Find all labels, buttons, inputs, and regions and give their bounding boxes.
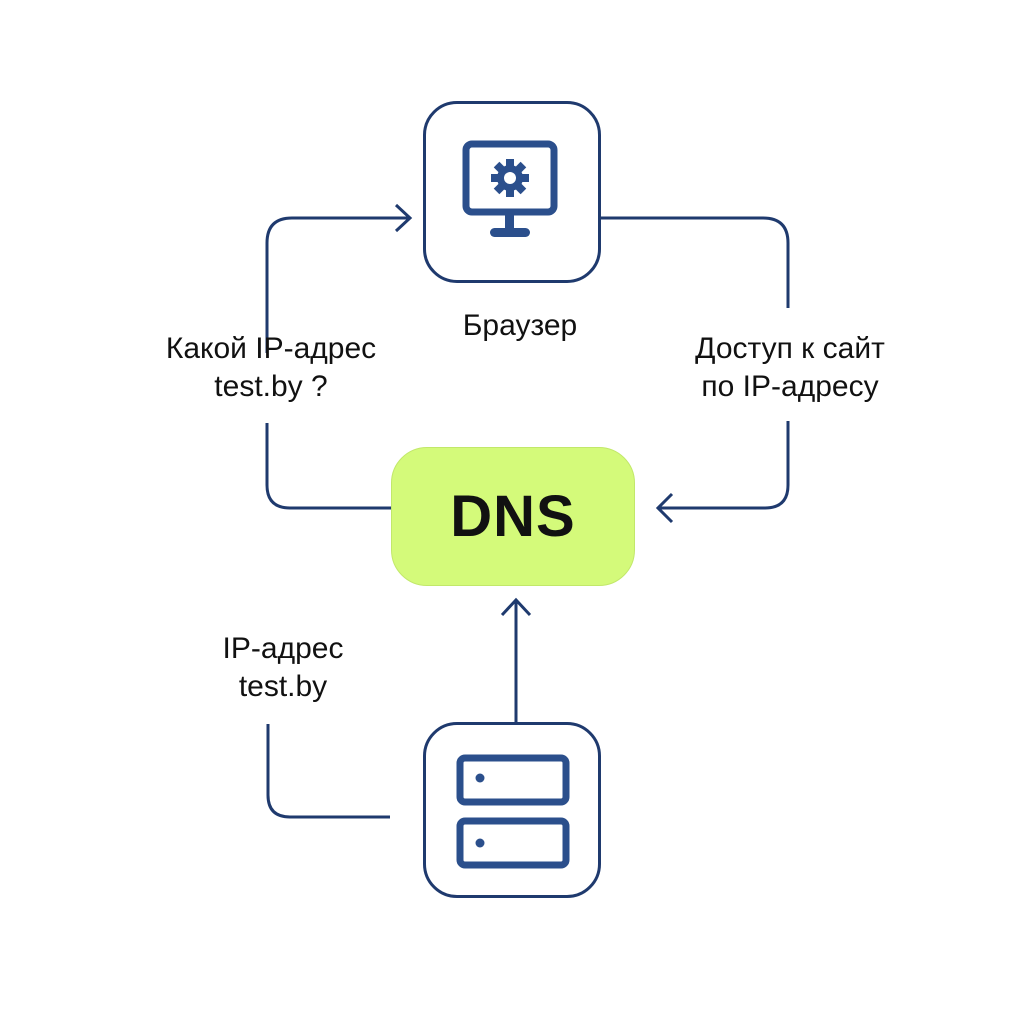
server-node[interactable] <box>423 722 601 898</box>
edge-query-upper <box>265 216 408 353</box>
browser-label: Браузер <box>462 309 578 342</box>
browser-node[interactable] <box>423 101 601 283</box>
arrowhead-server <box>500 597 532 617</box>
arrowhead-access <box>655 492 674 524</box>
edge-label-query-line2: test.by ? <box>214 370 328 403</box>
arrowhead-query <box>394 203 413 233</box>
edge-label-reply: IP-адрес test.by <box>198 630 368 706</box>
edge-query-lower <box>265 423 391 510</box>
dns-label: DNS <box>450 484 576 549</box>
edge-label-access-line1: Доступ к сайт <box>695 332 885 365</box>
edge-access-upper <box>601 216 790 308</box>
edge-access-lower <box>658 421 790 510</box>
edge-reply <box>266 724 390 819</box>
edge-label-reply-line2: test.by <box>238 670 328 703</box>
server-icon <box>456 754 570 869</box>
edge-label-reply-line1: IP-адрес <box>222 632 344 665</box>
edge-label-query-line1: Какой IP-адрес <box>165 332 377 365</box>
edge-label-access-line2: по IP-адресу <box>701 370 879 403</box>
monitor-gear-icon <box>462 140 558 237</box>
dns-node[interactable]: DNS <box>391 447 635 586</box>
edge-label-access: Доступ к сайт по IP-адресу <box>660 330 920 406</box>
edge-label-query: Какой IP-адрес test.by ? <box>140 330 402 406</box>
